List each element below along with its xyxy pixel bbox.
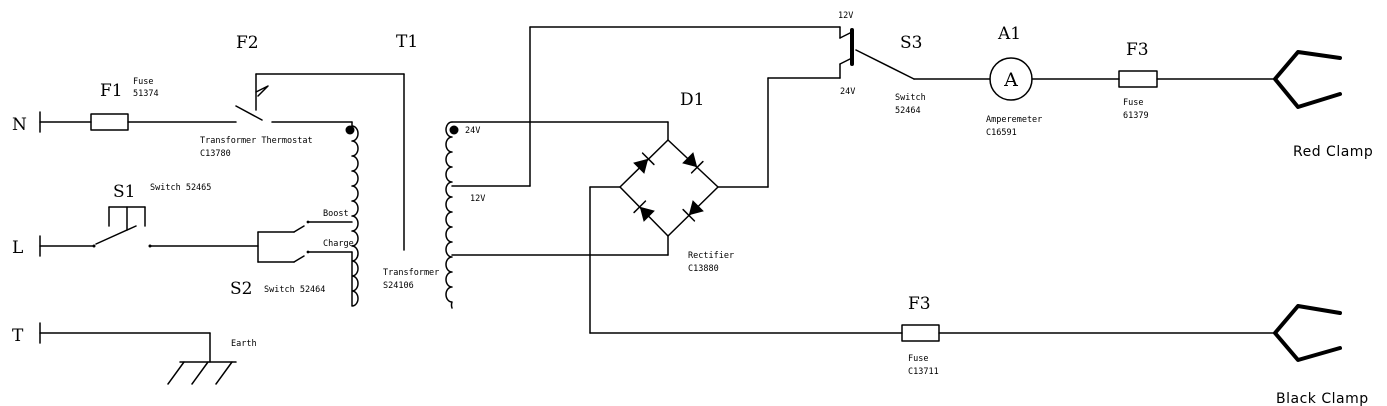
black-clamp-icon	[1273, 304, 1342, 362]
fuse-f3-bottom-desc: Fuse	[908, 354, 928, 364]
switch-s1: S1 Switch 52465	[92, 182, 211, 248]
fuse-f1-body	[90, 113, 129, 131]
fuse-f3-bottom: F3 Fuse C13711	[901, 294, 940, 377]
fuse-f3-top-desc: Fuse	[1123, 98, 1143, 108]
terminal-t-label: T	[12, 326, 24, 346]
transformer-t1: T1 Transformer S24106 24V 12V	[255, 32, 485, 309]
terminal-t: T	[12, 322, 41, 346]
switch-s2-charge-contact	[293, 255, 305, 263]
fuse-f3-top-part: 61379	[1123, 111, 1149, 121]
switch-s3-part: 52464	[895, 106, 921, 116]
fuse-f3-top-body	[1118, 70, 1158, 88]
fuse-f1-part: 51374	[133, 89, 159, 99]
thermostat-f2-ref: F2	[236, 33, 259, 53]
tap-12v-label: 12V	[470, 194, 485, 204]
fuse-f3-bottom-body	[901, 324, 940, 342]
switch-s2-boost-label: Boost	[323, 209, 349, 219]
n-line-wiring	[39, 121, 353, 127]
thermostat-f2: F2 Transformer Thermostat C13780	[200, 33, 313, 159]
switch-s3-desc: Switch	[895, 93, 926, 103]
secondary-winding	[445, 121, 453, 309]
switch-s1-ref: S1	[113, 182, 135, 202]
terminal-l-label: L	[12, 238, 23, 258]
ammeter-a1-desc: Amperemeter	[986, 115, 1042, 125]
red-clamp-label: Red Clamp	[1293, 144, 1373, 160]
red-clamp: Red Clamp	[1273, 50, 1373, 160]
thermostat-f2-part: C13780	[200, 149, 231, 159]
switch-s1-desc: Switch 52465	[150, 183, 211, 193]
diode-upper-right	[682, 152, 704, 174]
thermostat-f2-bimetal	[255, 85, 269, 97]
ammeter-a1-part: C16591	[986, 128, 1017, 138]
tap-24v-label: 24V	[465, 126, 480, 136]
ammeter-circle	[989, 57, 1033, 101]
primary-winding	[351, 125, 359, 307]
rectifier-d1-desc: Rectifier	[688, 251, 734, 261]
terminal-n-label: N	[12, 115, 27, 135]
ammeter-a1: A A1 Amperemeter C16591	[986, 24, 1042, 138]
earth-label: Earth	[231, 339, 257, 349]
switch-s3-24v-label: 24V	[840, 87, 855, 97]
primary-polarity-dot	[345, 125, 355, 135]
fuse-f1-desc: Fuse	[133, 77, 153, 87]
terminal-l: L	[12, 235, 41, 258]
fuse-f3-top: F3 Fuse 61379	[1118, 40, 1158, 121]
switch-s3-wiper	[855, 49, 915, 80]
black-clamp: Black Clamp	[1273, 304, 1369, 406]
switch-s2-desc: Switch 52464	[264, 285, 325, 295]
fuse-f3-bottom-ref: F3	[908, 294, 931, 314]
switch-s2-ref: S2	[230, 279, 252, 299]
secondary-wiring	[451, 26, 1276, 334]
fuse-f1-ref: F1	[100, 81, 123, 101]
fuse-f3-bottom-part: C13711	[908, 367, 939, 377]
switch-s1-contact	[95, 225, 137, 245]
terminal-n: N	[12, 111, 41, 135]
switch-s2: Boost Charge S2 Switch 52464	[230, 209, 354, 299]
thermostat-f2-desc: Transformer Thermostat	[200, 136, 313, 146]
red-clamp-icon	[1273, 50, 1342, 109]
secondary-polarity-dot	[449, 125, 459, 135]
transformer-t1-part: S24106	[383, 281, 414, 291]
diode-lower-right	[682, 200, 704, 222]
diode-upper-left	[633, 152, 655, 174]
transformer-t1-ref: T1	[396, 32, 418, 52]
black-clamp-label: Black Clamp	[1276, 391, 1369, 406]
switch-s2-charge-label: Charge	[323, 239, 354, 249]
switch-s3-12v-label: 12V	[838, 11, 853, 21]
transformer-t1-desc: Transformer	[383, 268, 439, 278]
ammeter-a1-ref: A1	[997, 24, 1021, 44]
ammeter-symbol: A	[1003, 69, 1018, 91]
fuse-f3-top-ref: F3	[1126, 40, 1149, 60]
fuse-f1: F1 Fuse 51374	[90, 77, 159, 131]
l-line-wiring	[39, 221, 353, 263]
thermostat-f2-contact	[235, 105, 263, 121]
switch-s3-ref: S3	[900, 33, 922, 53]
diode-lower-left	[633, 200, 655, 222]
switch-s2-boost-contact	[293, 225, 305, 233]
rectifier-bridge	[619, 139, 719, 237]
switch-s3: 12V 24V S3 Switch 52464	[838, 11, 926, 116]
rectifier-d1: D1 Rectifier C13880	[619, 90, 734, 274]
rectifier-d1-part: C13880	[688, 264, 719, 274]
earth-symbol: Earth	[39, 332, 257, 385]
rectifier-d1-ref: D1	[680, 90, 704, 110]
